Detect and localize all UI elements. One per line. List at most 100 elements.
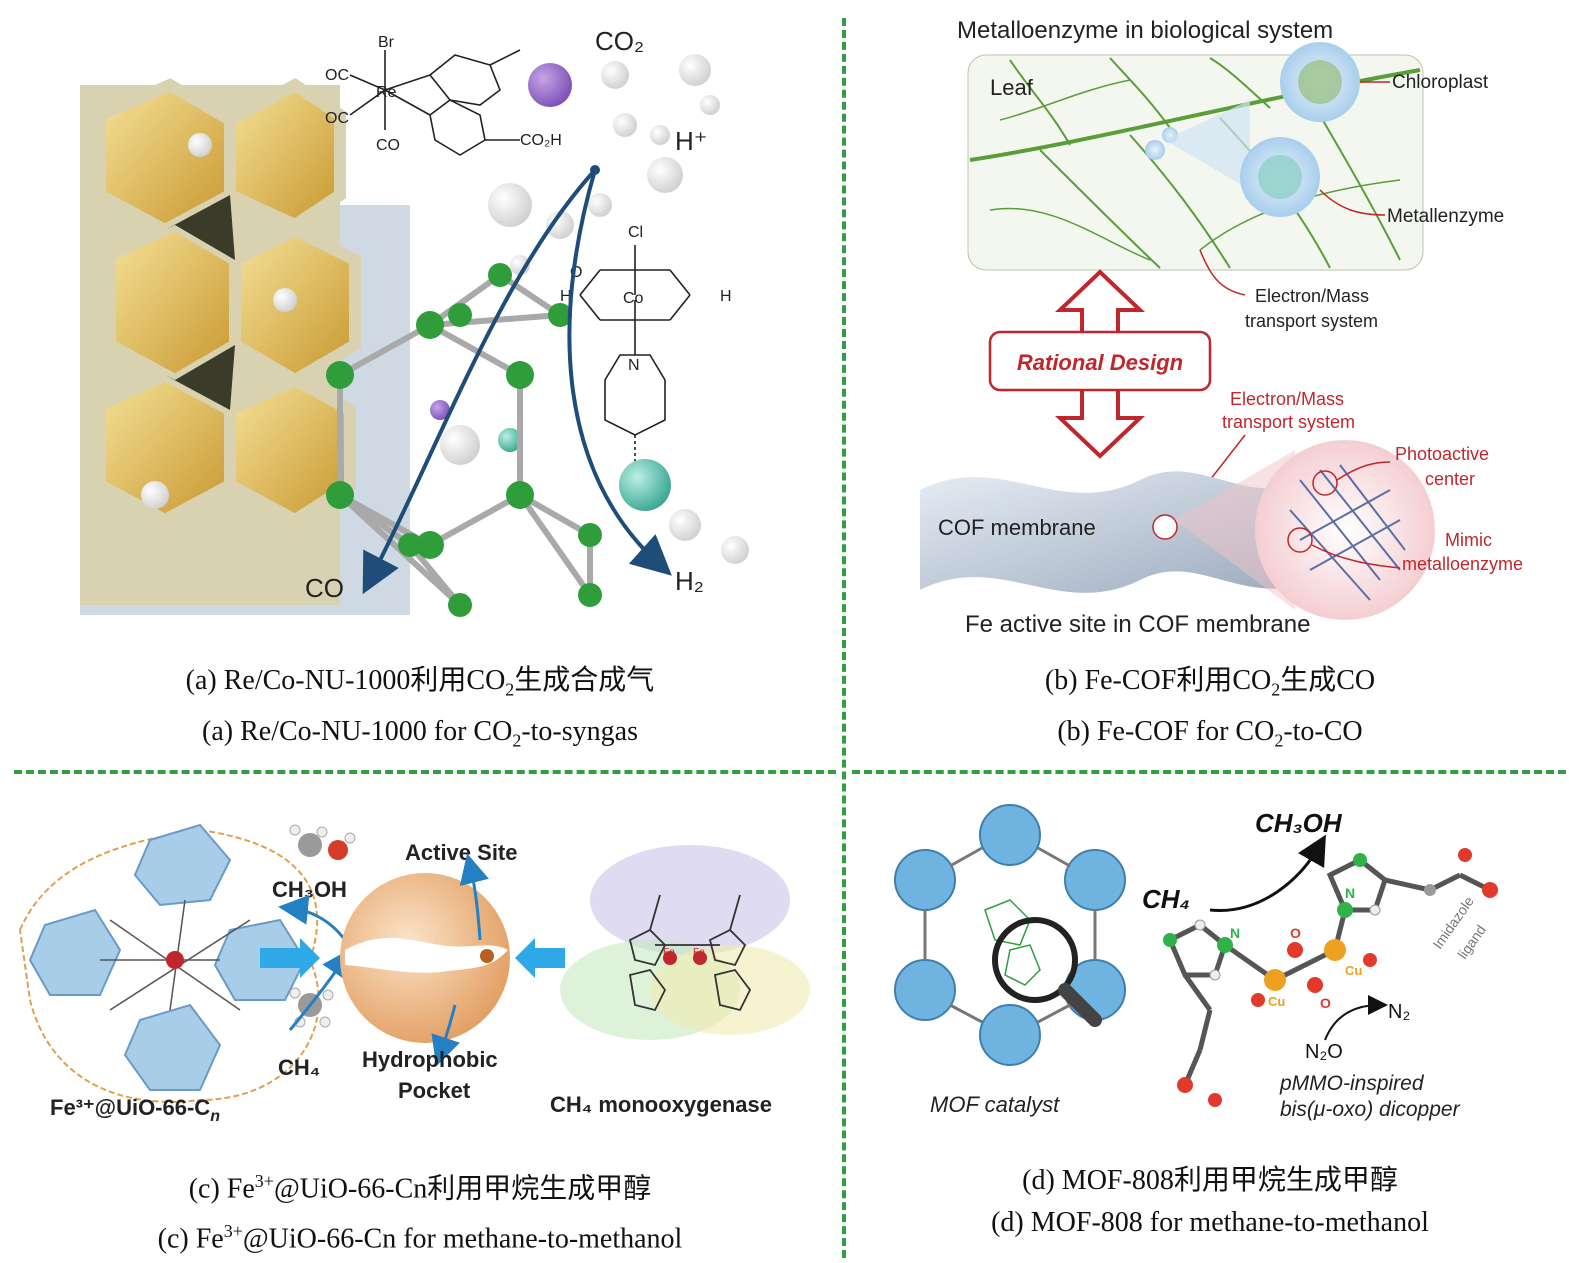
mof-808-ring	[894, 804, 1126, 1066]
panel-d-illustration: MOF catalyst CH₄ CH₃OH	[894, 804, 1498, 1121]
mimic-marker	[1287, 527, 1313, 553]
dicopper-atoms	[1163, 848, 1498, 1107]
photoactive-leader	[1336, 461, 1391, 481]
hydrophobic-channel	[345, 938, 508, 973]
caption-a-cn: (a) Re/Co-NU-1000利用CO2生成合成气	[185, 665, 655, 700]
methanol-molecule	[289, 824, 356, 860]
rational-design-label: Rational Design	[1017, 350, 1183, 375]
panel-c: Fe³⁺@UiO-66-Cn CH₃OH CH₄ Active Site	[10, 800, 830, 1130]
chloroplast-inner	[1298, 60, 1342, 104]
panel-a: Br OC OC Re CO CO₂H CO₂ H⁺	[80, 25, 780, 625]
photoactive-marker	[1312, 470, 1338, 496]
active-site-label: Active Site	[405, 840, 518, 865]
mof-catalyst-label: MOF catalyst	[930, 1092, 1060, 1117]
teal-sphere	[619, 459, 671, 511]
caption-d: (d) MOF-808利用甲烷生成甲醇 (d) MOF-808 for meth…	[860, 1160, 1560, 1244]
d-n2-gas-label: N₂	[1388, 1001, 1410, 1023]
arrow-n2o-to-n2	[1324, 995, 1388, 1041]
zoom-origin	[1152, 514, 1178, 540]
em2-leader	[1209, 434, 1246, 481]
arrow-active-site	[459, 853, 489, 941]
mimic-leader	[1311, 544, 1401, 569]
caption-a: (a) Re/Co-NU-1000利用CO2生成合成气 (a) Re/Co-NU…	[20, 660, 820, 761]
co-complex	[579, 245, 691, 485]
metallenzyme-inner	[1258, 155, 1302, 199]
caption-d-en: (d) MOF-808 for methane-to-methanol	[991, 1207, 1429, 1238]
chloroplast-label: Chloroplast	[1392, 72, 1489, 93]
horizontal-divider-right	[852, 770, 1566, 774]
magnifier-ring	[992, 917, 1078, 1003]
horizontal-divider-left	[14, 770, 836, 774]
d-ch4-label: CH₄	[1142, 884, 1190, 914]
svg-text:H: H	[720, 288, 732, 305]
fe-mof-label: Fe³⁺@UiO-66-Cn	[50, 1095, 220, 1125]
svg-text:Re: Re	[376, 84, 397, 101]
c-ch4-label: CH₄	[278, 1055, 320, 1080]
d-o1-label: O	[1290, 925, 1301, 941]
b-title: Metalloenzyme in biological system	[957, 17, 1333, 44]
small-teal-sphere	[498, 428, 522, 452]
caption-c: (c) Fe3+@UiO-66-Cn利用甲烷生成甲醇 (c) Fe3+@UiO-…	[20, 1160, 820, 1261]
em2-label: Electron/Mass	[1230, 389, 1344, 409]
caption-a-en: (a) Re/Co-NU-1000 for CO2-to-syngas	[202, 715, 638, 751]
enzyme-fe-2	[693, 951, 707, 965]
panel-d: MOF catalyst CH₄ CH₃OH	[890, 800, 1550, 1130]
vertical-divider	[842, 18, 846, 1258]
cof-structure	[1289, 464, 1406, 601]
fe-center	[166, 951, 184, 969]
arrow-to-co	[362, 168, 597, 595]
mimic1-label: Mimic	[1445, 530, 1492, 550]
cof-label: COF membrane	[938, 515, 1096, 540]
d-o2-label: O	[1320, 995, 1331, 1011]
d-pmmo1-label: pMMO-inspired	[1279, 1072, 1425, 1095]
rational-design-box	[988, 330, 1212, 392]
caption-b: (b) Fe-COF利用CO2生成CO (b) Fe-COF for CO2-t…	[860, 660, 1560, 761]
mof-808-linkers	[923, 846, 1097, 1024]
magnifier-handle	[1058, 983, 1102, 1027]
zoom-circle	[1255, 440, 1435, 620]
co-complex-labels: Cl Co O H H N	[560, 224, 732, 374]
hplus-label: H⁺	[675, 126, 708, 156]
enzyme-fe-label-1: Fe	[663, 947, 675, 958]
arrow-ch4-to-ch3oh	[1209, 834, 1326, 912]
caption-d-cn: (d) MOF-808利用甲烷生成甲醇	[1022, 1165, 1398, 1196]
panel-c-illustration: Fe³⁺@UiO-66-Cn CH₃OH CH₄ Active Site	[18, 823, 810, 1125]
svg-text:Co: Co	[623, 290, 644, 307]
svg-text:Br: Br	[378, 34, 395, 51]
photo1-label: Photoactive	[1395, 444, 1489, 464]
svg-text:OC: OC	[325, 110, 349, 127]
arrow-to-ch3oh	[278, 894, 347, 941]
caption-b-en: (b) Fe-COF for CO2-to-CO	[1057, 715, 1363, 751]
co2-label: CO₂	[595, 26, 644, 56]
enzyme-active-site	[628, 894, 752, 1012]
mof-framework	[80, 78, 361, 605]
d-imid2-label: ligand	[1454, 922, 1489, 962]
caption-b-cn: (b) Fe-COF利用CO2生成CO	[1044, 665, 1376, 700]
ch4-mono-label: CH₄ monooxygenase	[550, 1092, 772, 1117]
enzyme-cluster	[560, 845, 810, 1040]
svg-text:OC: OC	[325, 67, 349, 84]
small-bubble-1	[1145, 140, 1165, 160]
caption-c-cn: (c) Fe3+@UiO-66-Cn利用甲烷生成甲醇	[188, 1171, 652, 1205]
ts2-label: transport system	[1222, 412, 1355, 432]
photo2-label: center	[1425, 469, 1475, 489]
d-n2o-label: N₂O	[1305, 1041, 1343, 1063]
leaf-label: Leaf	[990, 75, 1034, 100]
d-ch3oh-label: CH₃OH	[1255, 808, 1343, 838]
re-complex-labels: Br OC OC Re CO CO₂H	[325, 34, 562, 154]
hydro1-label: Hydrophobic	[362, 1047, 498, 1072]
enzyme-fe-1	[663, 951, 677, 965]
svg-text:CO: CO	[376, 137, 400, 154]
small-purple-sphere	[430, 400, 450, 420]
active-site-dot	[480, 949, 494, 963]
d-n2-label: N	[1345, 885, 1355, 901]
d-pmmo2-label: bis(μ-oxo) dicopper	[1280, 1098, 1461, 1121]
em1-label: Electron/Mass	[1255, 286, 1369, 306]
panel-b: Metalloenzyme in biological system Leaf	[900, 10, 1560, 650]
enzyme-fe-label-2: Fe	[693, 947, 705, 958]
ts1-label: transport system	[1245, 311, 1378, 331]
panel-a-illustration: Br OC OC Re CO CO₂H CO₂ H⁺	[80, 26, 749, 617]
purple-sphere	[528, 63, 572, 107]
arrow-left-in	[260, 938, 320, 978]
panel-b-illustration: Metalloenzyme in biological system Leaf	[920, 17, 1523, 638]
